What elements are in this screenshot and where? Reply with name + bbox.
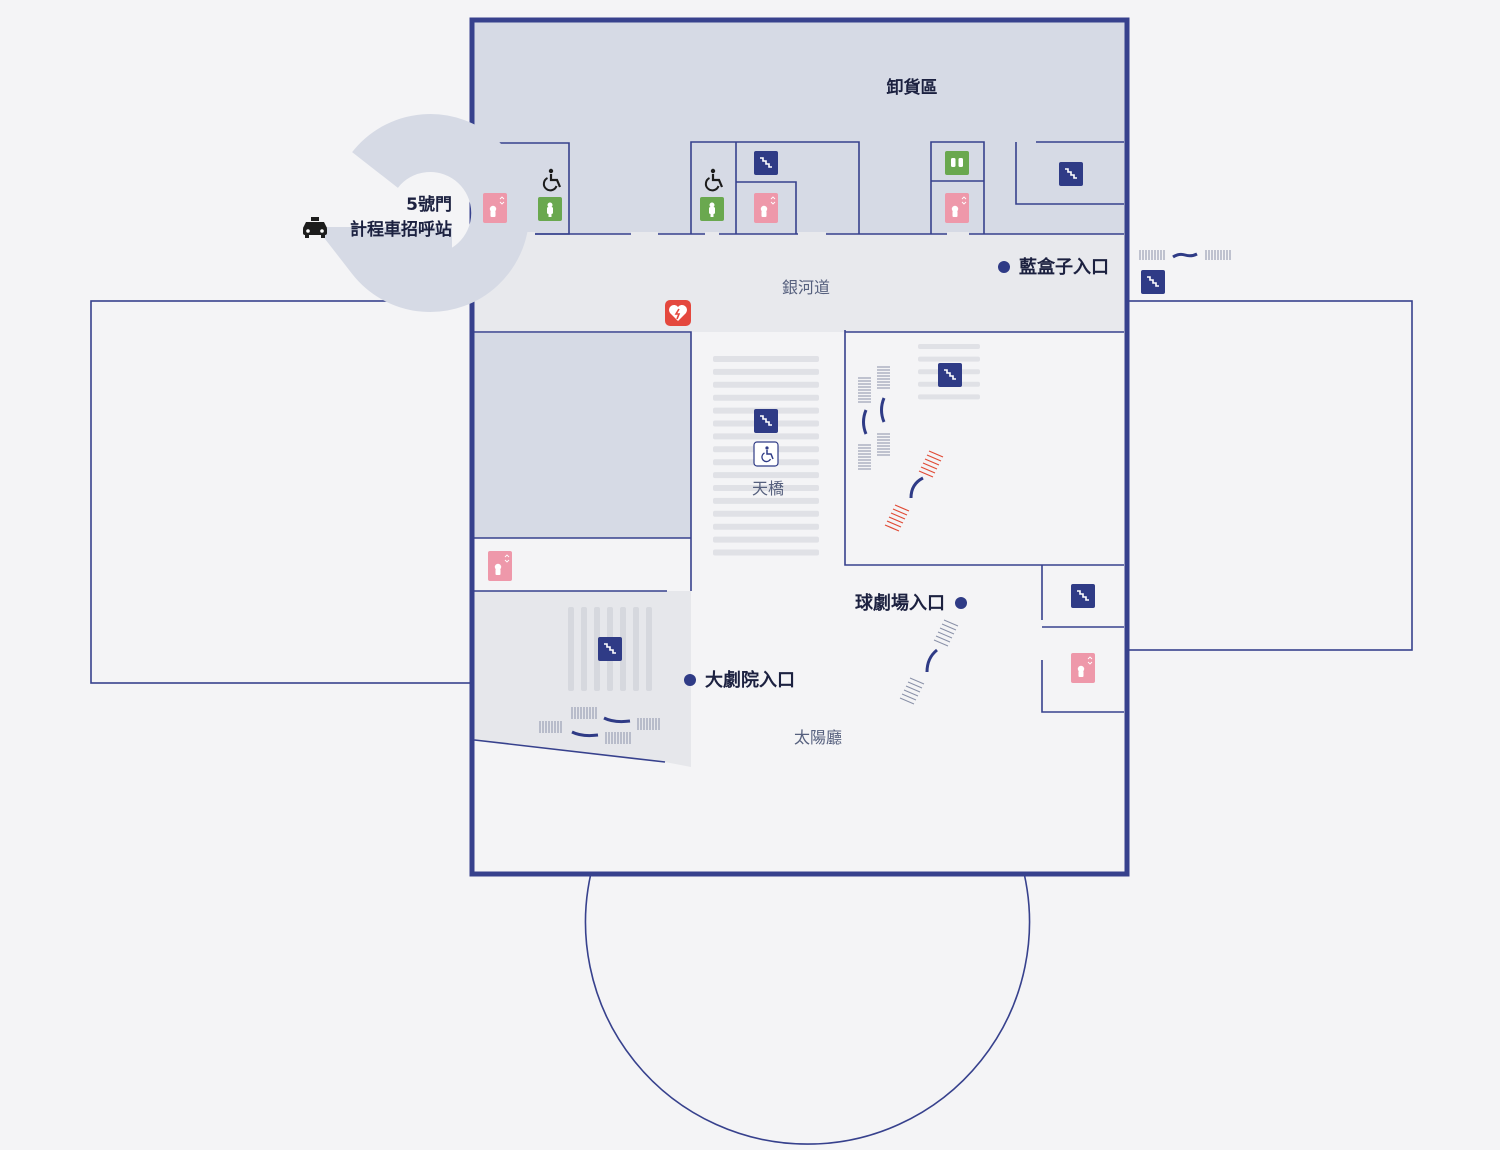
- stair-step: [713, 356, 819, 362]
- blue-box-entrance-label[interactable]: 藍盒子入口: [1019, 256, 1109, 278]
- stair-step: [568, 607, 574, 691]
- taxi-stand-label: 計程車招呼站: [350, 219, 452, 240]
- escalator-icon: [858, 366, 890, 470]
- stair-step: [713, 510, 819, 517]
- stairs-icon: [753, 150, 779, 176]
- taxi-icon: [303, 217, 327, 238]
- elevator-icon: [487, 550, 513, 582]
- stair-step: [581, 607, 587, 691]
- elevator-icon: [753, 192, 779, 224]
- entrance-dot-blue-box: [998, 261, 1010, 273]
- stair-step: [918, 344, 980, 349]
- stair-step: [713, 549, 819, 556]
- stair-step: [713, 536, 819, 543]
- galaxy-way-label: 銀河道: [782, 278, 830, 297]
- sky-bridge-label: 天橋: [752, 479, 784, 498]
- stair-step: [713, 523, 819, 530]
- stairs-icon: [753, 408, 779, 434]
- loading-zone-label: 卸貨區: [887, 77, 938, 98]
- stair-step: [713, 472, 819, 479]
- stair-step: [918, 394, 980, 400]
- restroom-icon: [945, 151, 969, 175]
- sun-hall-label: 太陽廳: [794, 728, 842, 747]
- stairs-icon: [1070, 583, 1096, 609]
- stairs-icon: [1140, 269, 1166, 295]
- stair-step: [713, 433, 819, 440]
- aed-icon: [664, 299, 692, 327]
- stairs-icon: [937, 362, 963, 388]
- restroom-icon: [700, 197, 724, 221]
- arena-entrance-label[interactable]: 球劇場入口: [855, 593, 945, 614]
- stair-step: [646, 607, 652, 691]
- stair-step: [633, 607, 639, 691]
- stair-step: [713, 381, 819, 388]
- entrance-dot-arena: [955, 597, 967, 609]
- stair-step: [713, 497, 819, 504]
- stair-step: [713, 368, 819, 375]
- gate-number-label: 5號門: [406, 195, 452, 215]
- stair-step: [713, 394, 819, 401]
- stair-step: [620, 607, 626, 691]
- escalator-icon: [899, 619, 959, 705]
- stairs-icon: [597, 636, 623, 662]
- elevator-icon: [944, 192, 970, 224]
- wheelchair-icon: [753, 441, 779, 467]
- escalator-icon: [539, 707, 660, 744]
- grand-theater-entrance-label[interactable]: 大劇院入口: [705, 669, 795, 691]
- elevator-icon: [482, 192, 508, 224]
- stair-step: [918, 356, 980, 362]
- stair-step: [594, 607, 600, 691]
- elevator-icon: [1070, 652, 1096, 684]
- entrance-dot-grand-theater: [684, 674, 696, 686]
- escalator-icon: [1139, 250, 1231, 260]
- stairs-icon: [1058, 161, 1084, 187]
- stair-step: [713, 485, 819, 491]
- restroom-icon: [538, 197, 562, 221]
- escalator-icon: [884, 450, 944, 532]
